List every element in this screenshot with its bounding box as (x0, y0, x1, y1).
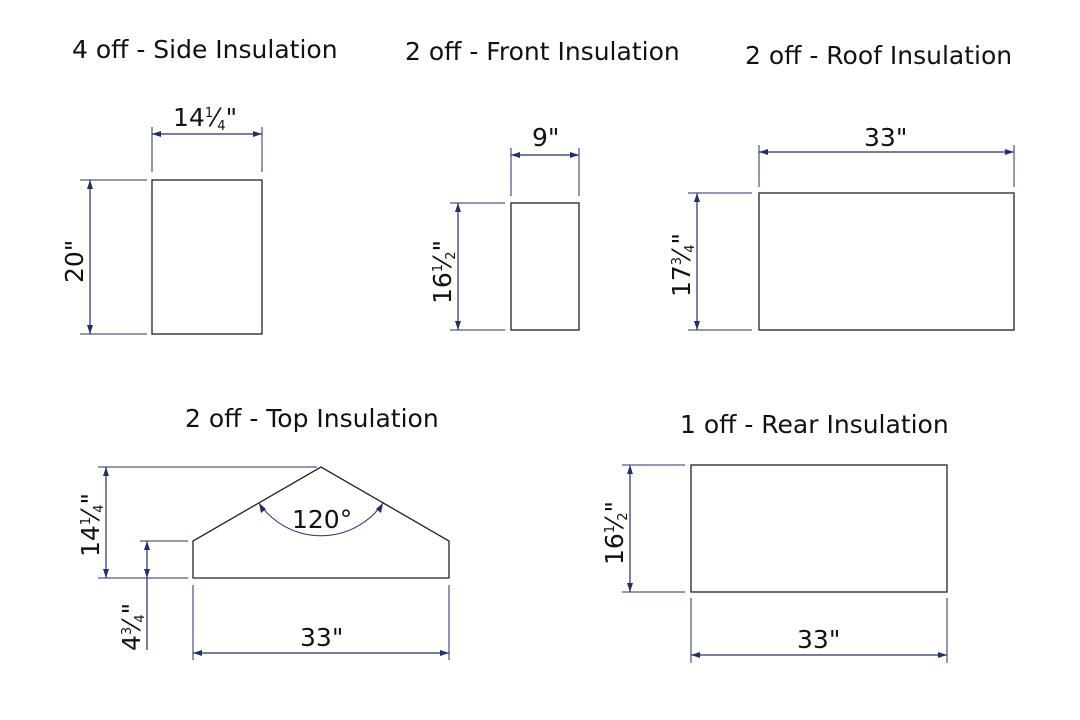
roof-width-arrow-right (1005, 149, 1014, 155)
side-height-label: 20" (60, 240, 89, 283)
front-height-label: 161⁄2" (428, 240, 459, 304)
roof-panel-outline (758, 192, 1015, 331)
roof-width-label: 33" (864, 123, 907, 152)
roof-panel: 33" 173⁄4" (667, 123, 1015, 331)
side-height-arrow-top (87, 180, 93, 189)
top-height-arrow-top (103, 467, 109, 476)
roof-width-arrow-left (759, 149, 768, 155)
front-width-label: 9" (532, 123, 559, 152)
top-panel: 120° 141⁄4" 43⁄4" 33" (76, 466, 450, 660)
top-width-arrow-right (440, 650, 449, 656)
top-edge-arrow-top (144, 541, 150, 550)
top-height-label: 141⁄4" (76, 493, 107, 557)
front-width-arrow-left (511, 152, 520, 158)
top-angle-arc (258, 502, 384, 537)
rear-panel: 161⁄2" 33" (600, 464, 948, 663)
side-width-arrow-left (152, 131, 161, 137)
rear-width-arrow-left (691, 652, 700, 658)
side-height-arrow-bottom (87, 325, 93, 334)
top-angle-label: 120° (292, 505, 352, 534)
top-edge-label: 43⁄4" (117, 603, 148, 651)
top-panel-outline (192, 466, 450, 579)
side-title: 4 off - Side Insulation (72, 35, 338, 64)
front-width-arrow-right (570, 152, 579, 158)
side-panel: 141⁄4" 20" (60, 103, 263, 335)
roof-title: 2 off - Roof Insulation (745, 41, 1012, 70)
side-width-arrow-right (253, 131, 262, 137)
rear-width-arrow-right (938, 652, 947, 658)
rear-title: 1 off - Rear Insulation (680, 410, 949, 439)
rear-height-arrow-top (627, 465, 633, 474)
top-title: 2 off - Top Insulation (185, 404, 439, 433)
front-panel: 9" 161⁄2" (428, 123, 580, 331)
side-panel-outline (151, 179, 263, 335)
top-angle-arrow-left (259, 503, 266, 513)
front-height-arrow-top (455, 203, 461, 212)
top-height-arrow-bottom (103, 569, 109, 578)
top-width-arrow-left (193, 650, 202, 656)
front-height-arrow-bottom (455, 321, 461, 330)
roof-height-label: 173⁄4" (667, 233, 698, 297)
top-width-label: 33" (300, 623, 343, 652)
rear-height-label: 161⁄2" (600, 501, 631, 565)
front-panel-outline (510, 202, 580, 331)
rear-height-arrow-bottom (627, 583, 633, 592)
rear-panel-outline (690, 464, 948, 593)
front-title: 2 off - Front Insulation (405, 37, 680, 66)
rear-width-label: 33" (797, 625, 840, 654)
top-angle-arrow-right (376, 503, 383, 513)
roof-height-arrow-bottom (694, 321, 700, 330)
side-width-label: 141⁄4" (173, 103, 237, 134)
roof-height-arrow-top (694, 193, 700, 202)
top-edge-arrow-bottom (144, 569, 150, 578)
